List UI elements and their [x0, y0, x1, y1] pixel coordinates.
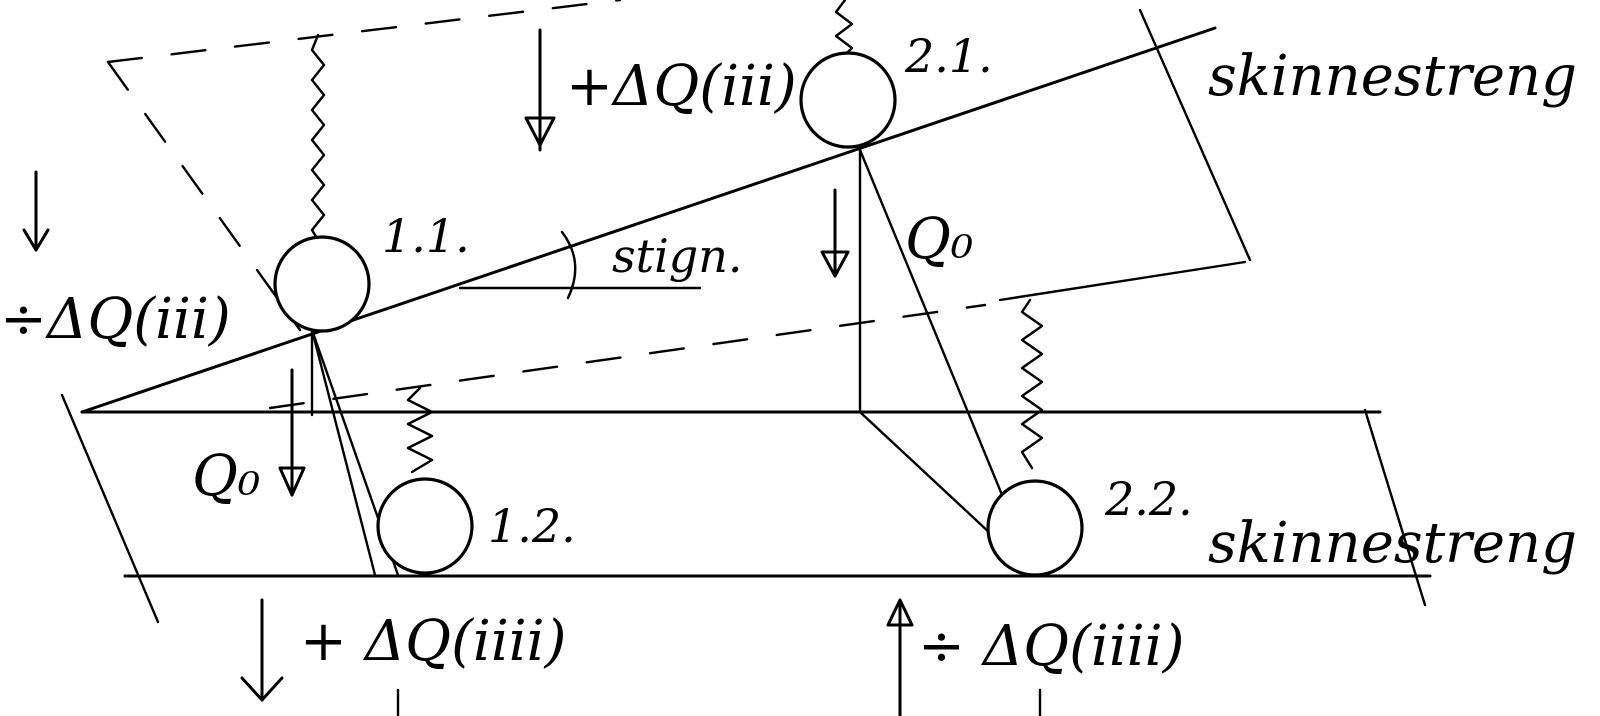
label-rail-lower: skinnestreng — [1208, 511, 1577, 576]
wheel-1-2 — [376, 477, 474, 575]
gradient-angle — [458, 230, 702, 300]
label-q0-right: Q₀ — [905, 207, 973, 272]
upper-rail-line — [80, 26, 1217, 414]
label-load-top-center: +ΔQ(iii) — [566, 54, 797, 119]
upper-dashed-frame — [106, 0, 1252, 332]
label-wheel-2-1: 2.1. — [904, 29, 993, 83]
arrows — [22, 28, 1042, 716]
label-wheel-1-2: 1.2. — [488, 499, 576, 553]
label-wheel-1-1: 1.1. — [382, 209, 470, 263]
label-rail-upper: skinnestreng — [1208, 44, 1577, 109]
label-load-left: ÷ΔQ(iii) — [0, 287, 231, 352]
springs — [310, 0, 1044, 474]
left-boundary-line — [60, 393, 160, 624]
lower-dashed-line — [268, 303, 987, 410]
label-gradient: stign. — [612, 229, 743, 283]
wheel-2-1 — [799, 51, 897, 149]
label-load-bottom-left: + ΔQ(iiii) — [300, 609, 566, 674]
label-q0-left: Q₀ — [192, 444, 260, 509]
wheel-1-1 — [273, 235, 371, 333]
label-load-bottom-right: ÷ ΔQ(iiii) — [918, 614, 1184, 679]
label-wheel-2-2: 2.2. — [1104, 472, 1193, 526]
wheel-2-2 — [986, 479, 1084, 577]
right-boundary-line — [1363, 408, 1427, 607]
